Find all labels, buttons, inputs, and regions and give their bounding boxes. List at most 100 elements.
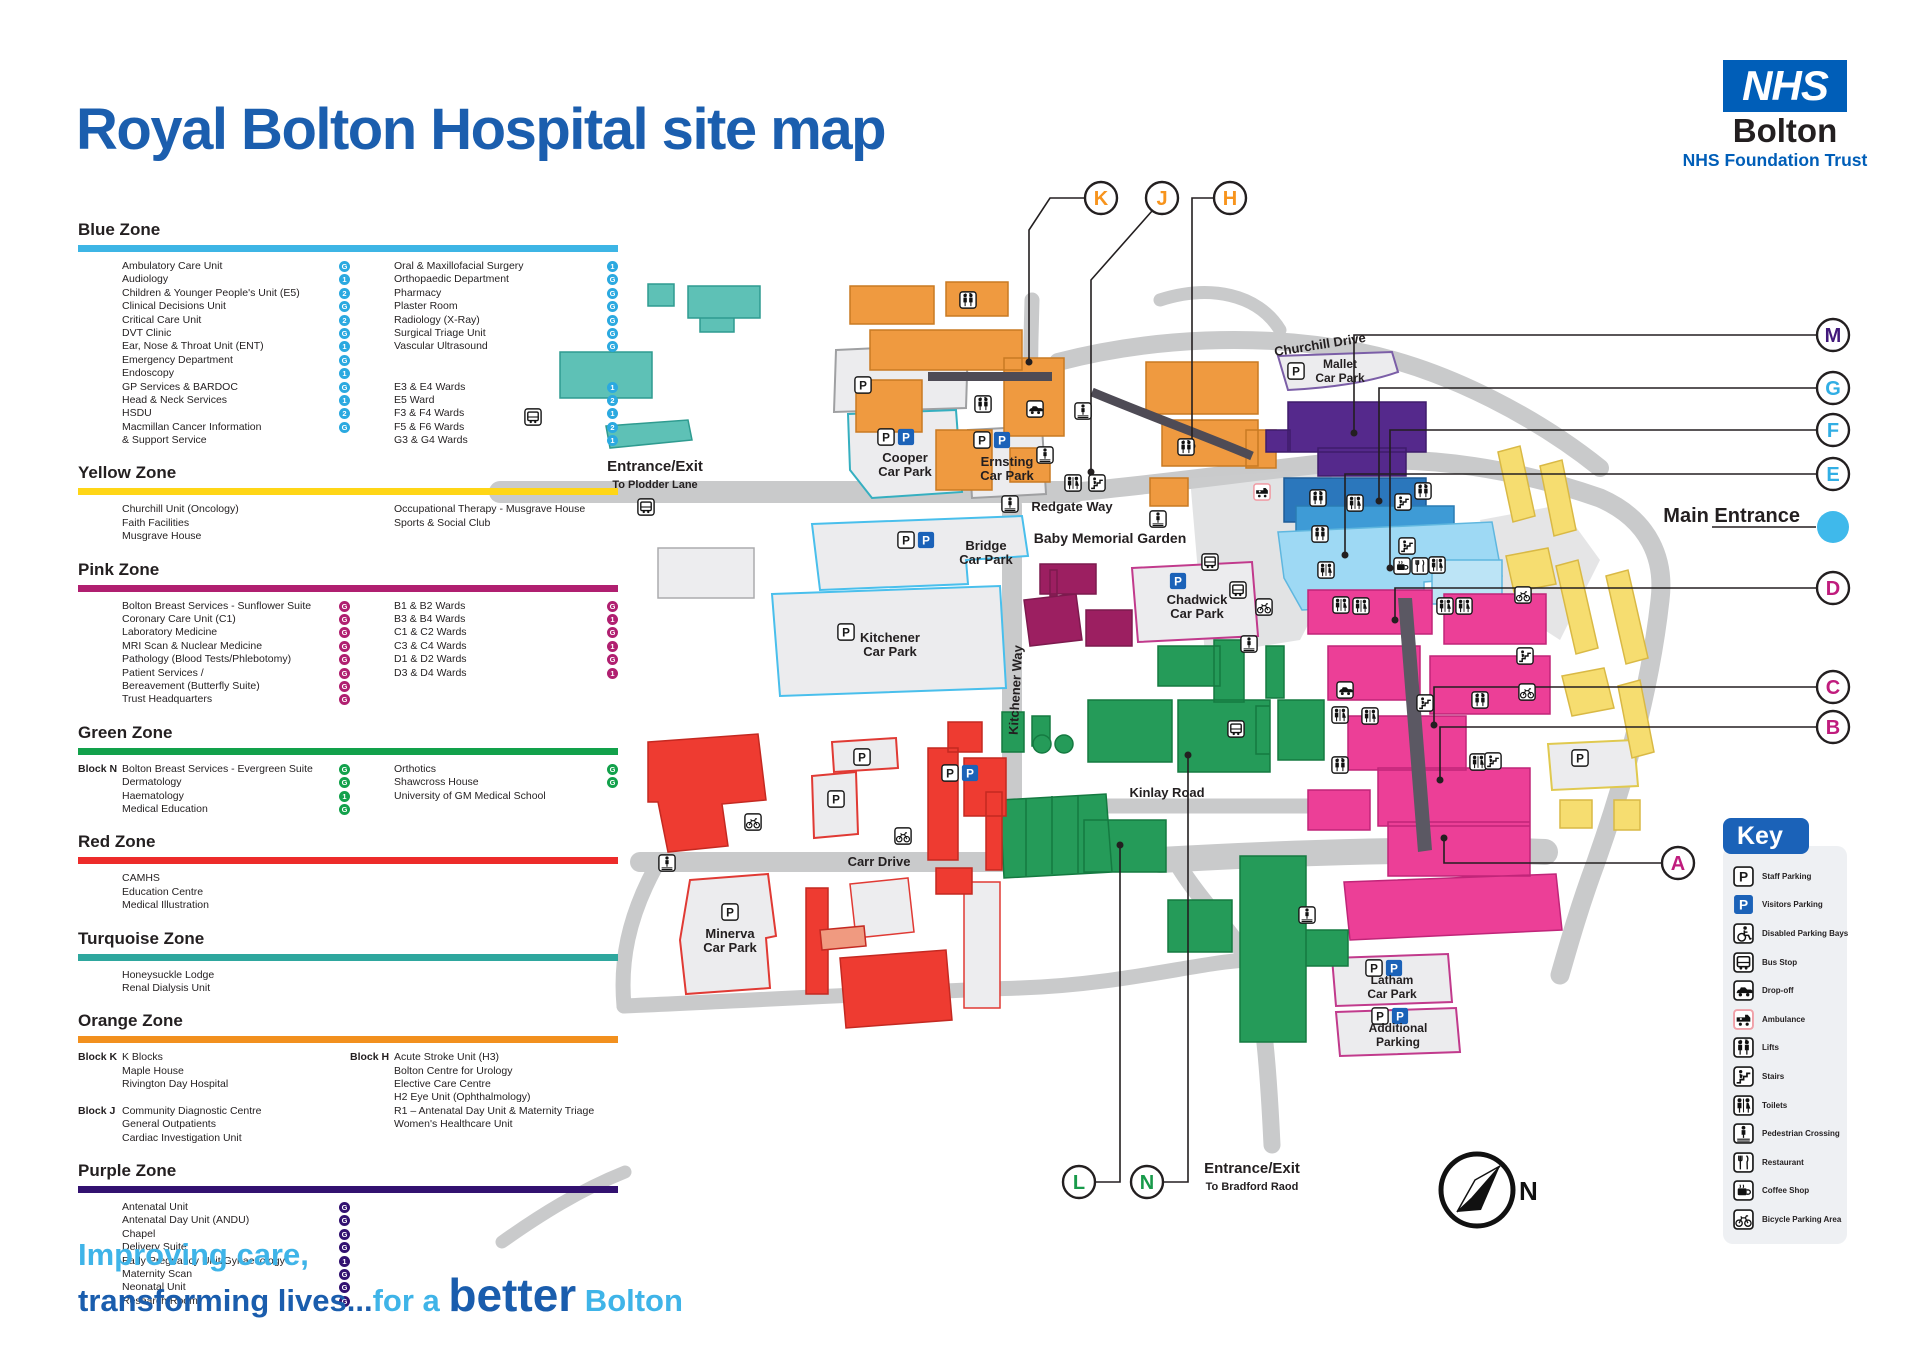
stairs-icon (1516, 647, 1534, 665)
disabled-parking-icon (1733, 923, 1754, 944)
kitchener-car-park (770, 584, 1008, 698)
floor-badge: G (339, 1268, 350, 1280)
zone-item-label: Medical Education (122, 802, 208, 815)
ped-icon (1074, 402, 1092, 420)
staff-parking-icon: P (1733, 866, 1754, 887)
map-marker-C: C (1815, 669, 1851, 705)
zone-item: CAMHS (78, 872, 350, 885)
nhs-trust-name: NHS Foundation Trust (1682, 150, 1868, 170)
map-marker-M: M (1815, 317, 1851, 353)
zone-color-bar (78, 953, 618, 961)
zone-title: Green Zone (78, 722, 173, 742)
drop-icon (1026, 400, 1044, 418)
map-marker-B: B (1815, 709, 1851, 745)
drop-off-icon (1733, 980, 1754, 1001)
ped-icon (1149, 510, 1167, 528)
zone-item-label: Antenatal Unit (122, 1201, 188, 1214)
zone-item-label: Critical Care Unit (122, 313, 202, 326)
stairs-icon (1416, 694, 1434, 712)
zone-item-label: Laboratory Medicine (122, 626, 218, 639)
zone-item-label: Maternity Scan (122, 1267, 193, 1280)
zone-item: Medical Illustration (78, 899, 350, 912)
map-marker-G: G (1815, 370, 1851, 406)
key-item-label: Bus Stop (1762, 957, 1798, 967)
pstaff-icon: P (837, 623, 855, 641)
toilets-icon (1331, 706, 1349, 724)
nhs-logo: NHS (1723, 60, 1847, 112)
floor-badge: G (607, 654, 618, 666)
pstaff-icon: P (827, 790, 845, 808)
zone-item-label: Radiology (X-Ray) (394, 313, 480, 326)
map-marker-A: A (1660, 845, 1696, 881)
bus-stop-icon (1733, 951, 1754, 973)
floor-badge: 2 (607, 421, 618, 433)
floor-badge: G (339, 261, 350, 272)
floor-badge: G (339, 1295, 350, 1307)
key-item-coffee-shop: Coffee Shop (1733, 1177, 1839, 1206)
svg-text:P: P (726, 906, 734, 919)
restaurant-icon (1733, 1151, 1754, 1173)
pvis-icon: P (897, 428, 915, 446)
road-kitchener-way: Kitchener Way (1006, 644, 1026, 735)
key-item-drop-off: Drop-off (1733, 976, 1839, 1005)
key-item-label: Stairs (1762, 1071, 1785, 1081)
tagline-line2c: better (448, 1269, 577, 1321)
lifts-icon (1331, 756, 1349, 774)
zone-item: Maple House (78, 1065, 350, 1078)
svg-text:P: P (1292, 365, 1300, 378)
zone-title: Blue Zone (78, 220, 161, 239)
pvis-icon: P (1391, 1007, 1409, 1025)
zone-item: University of GM Medical School (350, 790, 618, 803)
toilets-icon (1064, 474, 1082, 492)
zone-item-label: Shawcross House (394, 776, 479, 789)
stairs-icon (1398, 537, 1416, 555)
floor-badge: 2 (339, 287, 350, 299)
floor-badge: G (607, 777, 618, 789)
zone-item-label: Macmillan Cancer Information (122, 420, 262, 433)
zone-item (350, 354, 618, 367)
toilets-icon (1317, 561, 1335, 579)
pstaff-icon: P (721, 903, 739, 921)
buildings-green-zone (999, 639, 1349, 1043)
floor-badge: G (607, 341, 618, 353)
bike-icon (1518, 683, 1536, 701)
toilets-icon (1332, 596, 1350, 614)
zone-item-label: Neonatal Unit (122, 1281, 186, 1294)
map-marker-N: N (1129, 1164, 1165, 1200)
zone-item-label: Antenatal Day Unit (ANDU) (122, 1214, 250, 1227)
toilets-icon (1346, 494, 1364, 512)
zone-item: R1 – Antenatal Day Unit & Maternity Tria… (350, 1105, 618, 1118)
key-item-stairs: Stairs (1733, 1062, 1839, 1091)
zone-item-label: Cardiac Investigation Unit (122, 1131, 242, 1144)
zone-block-label: Block N (78, 762, 118, 775)
floor-badge: G (339, 640, 350, 652)
floor-badge: 1 (339, 274, 350, 286)
zone-item-label: Orthopaedic Department (394, 273, 509, 286)
zone-item-label: MRI Scan & Nuclear Medicine (122, 639, 263, 652)
floor-badge: G (339, 763, 350, 775)
svg-text:P: P (1174, 575, 1182, 588)
zone-item-label: Vascular Ultrasound (394, 340, 488, 353)
zone-item-label: Audiology (122, 273, 169, 286)
pstaff-icon: P (853, 748, 871, 766)
tagline-line1: Improving care, (78, 1237, 309, 1272)
pstaff-icon: P (897, 531, 915, 549)
toilets-icon (1733, 1094, 1754, 1116)
lifts-icon (1311, 525, 1329, 543)
zone-item: Bolton Breast Services - Sunflower Suite… (78, 600, 350, 613)
pstaff-icon: P (973, 431, 991, 449)
zone-item-label: Ear, Nose & Throat Unit (ENT) (122, 340, 264, 353)
map-marker-F: F (1815, 412, 1851, 448)
zone-color-bar (78, 245, 618, 252)
